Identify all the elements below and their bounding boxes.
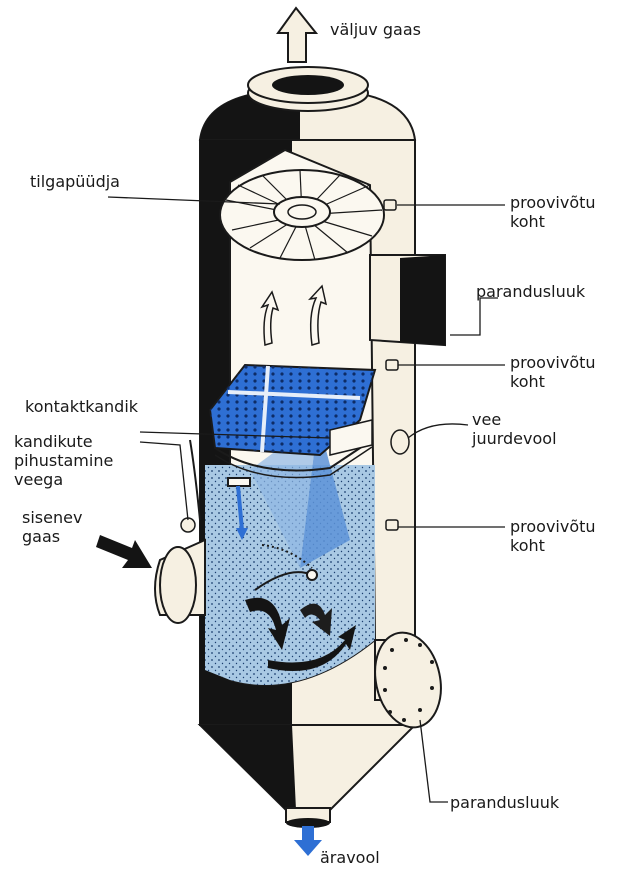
label-maintenance-hatch-top: parandusluuk bbox=[476, 282, 585, 301]
gas-inlet bbox=[96, 518, 205, 623]
exhaust-arrow bbox=[278, 8, 316, 62]
exhaust-flange bbox=[248, 67, 368, 111]
label-sampling-point-2: proovivõtu koht bbox=[510, 353, 596, 391]
label-incoming-gas: sisenev gaas bbox=[22, 508, 82, 546]
label-maintenance-hatch-bottom: parandusluuk bbox=[450, 793, 559, 812]
label-contact-tray: kontaktkandik bbox=[25, 397, 138, 416]
droplet-catcher bbox=[220, 170, 384, 260]
label-sampling-point-3: proovivõtu koht bbox=[510, 517, 596, 555]
label-tray-spraying: kandikute pihustamine veega bbox=[14, 432, 113, 489]
label-drain: äravool bbox=[320, 848, 380, 867]
top-hatch-box bbox=[370, 255, 445, 345]
label-exhaust-gas: väljuv gaas bbox=[330, 20, 421, 39]
label-water-inlet: vee juurdevool bbox=[472, 410, 557, 448]
label-droplet-catcher: tilgapüüdja bbox=[30, 172, 120, 191]
label-sampling-point-1: proovivõtu koht bbox=[510, 193, 596, 231]
